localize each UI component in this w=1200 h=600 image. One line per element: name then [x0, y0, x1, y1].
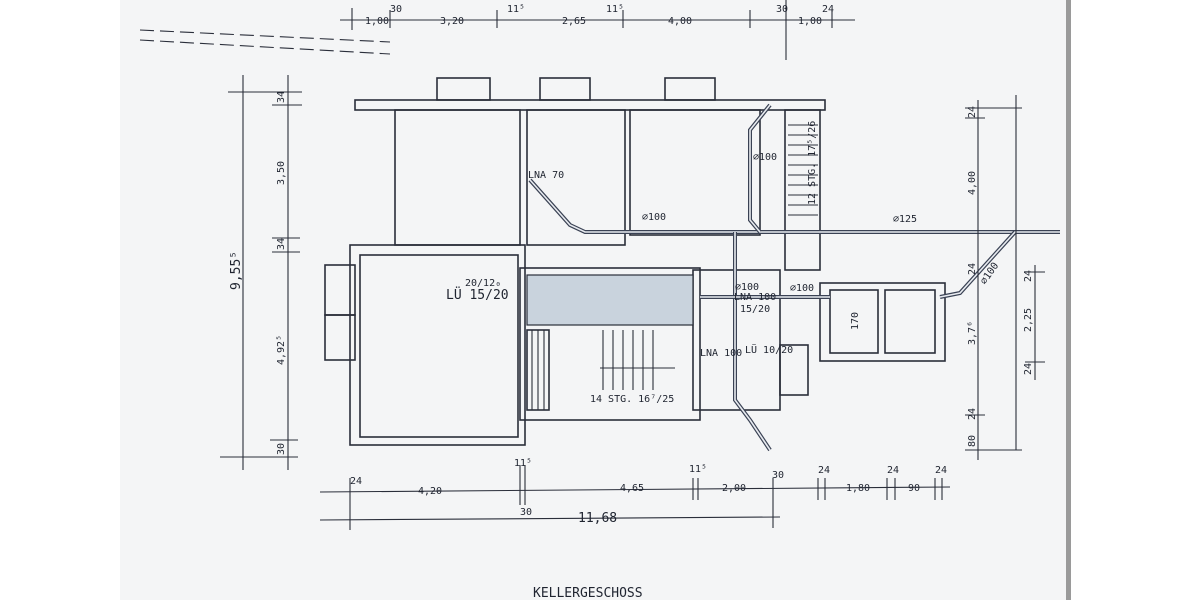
dim-right-inner-2: 24: [1023, 363, 1034, 375]
dim-top-2: 3,20: [440, 16, 464, 27]
pipes: [528, 103, 1060, 452]
hatched-corridor: [526, 274, 694, 326]
dim-bottom-total: 11,68: [578, 511, 617, 526]
dim-bottom-9: 1,80: [846, 483, 870, 494]
dim-bottom-3: 30: [520, 507, 532, 518]
label-pipe-100-c: ⌀100: [735, 282, 759, 293]
dim-top-9: 24: [822, 4, 834, 15]
dim-top-4: 2,65: [562, 16, 586, 27]
dimension-bottom: 24 4,20 11⁵ 30 4,65 11⁵ 2,00 30 24 1,80 …: [319, 458, 951, 530]
dim-top-0: 1,00: [365, 16, 389, 27]
label-stair-main: 14 STG. 16⁷/25: [590, 394, 674, 405]
dim-bottom-8: 24: [818, 465, 830, 476]
label-pipe-100-d: ⌀100: [790, 283, 814, 294]
dim-top-8: 1,00: [798, 16, 822, 27]
dim-bottom-10: 24: [887, 465, 899, 476]
dim-bottom-4: 4,65: [620, 483, 644, 494]
dimension-top: 1,00 30 3,20 11⁵ 2,65 11⁵ 4,00 30 1,00 2…: [340, 0, 855, 60]
dim-left-4: 30: [276, 443, 287, 455]
label-pipe-100-e: ⌀100: [978, 261, 1001, 287]
label-lu-10-20: LÜ 10/20: [745, 343, 793, 356]
label-room-170: 170: [850, 312, 861, 330]
dim-top-1: 30: [390, 4, 402, 15]
dim-right-3: 3,7⁶: [967, 321, 978, 345]
dim-left-0: 34: [276, 91, 287, 103]
dim-bottom-0: 24: [350, 476, 362, 487]
label-15-20: 15/20: [740, 304, 770, 315]
dim-top-5: 11⁵: [606, 4, 624, 15]
label-pipe-100-b: ⌀100: [753, 152, 777, 163]
dimension-right: 24 4,00 24 3,7⁶ 24 80 24 2,25 24: [965, 95, 1045, 460]
plan-title: KELLERGESCHOSS: [533, 586, 643, 600]
dim-left-3: 4,92⁵: [276, 335, 287, 365]
dim-top-3: 11⁵: [507, 4, 525, 15]
label-pipe-125: ⌀125: [893, 214, 917, 225]
dimension-left: 9,55⁵ 34 3,50 34 4,92⁵ 30: [220, 75, 302, 470]
dim-bottom-1: 4,20: [418, 486, 442, 497]
dim-bottom-2: 11⁵: [514, 458, 532, 469]
dim-right-inner-1: 2,25: [1023, 308, 1034, 332]
dim-right-0: 24: [967, 106, 978, 118]
label-lna-100-b: LNA 100: [700, 348, 742, 359]
walls: [324, 77, 946, 446]
label-vent-top: 20/12₀: [465, 278, 501, 289]
dim-right-5: 80: [967, 435, 978, 447]
dim-top-7: 30: [776, 4, 788, 15]
label-stair-right: 12 STG. 17⁵/26: [807, 121, 818, 205]
right-stair: [788, 124, 818, 216]
main-stair: [526, 329, 675, 411]
dim-bottom-7: 30: [772, 470, 784, 481]
label-vent-lu: LÜ 15/20: [446, 286, 509, 303]
dim-left-total: 9,55⁵: [229, 251, 244, 290]
dim-right-4: 24: [967, 408, 978, 420]
scan-edge: [1066, 0, 1071, 600]
dim-left-2: 34: [276, 238, 287, 250]
annotations: LNA 70 ⌀100 ⌀100 ⌀125 ⌀100 ⌀100 ⌀100 20/…: [446, 121, 1001, 405]
dim-bottom-11: 90: [908, 483, 920, 494]
dashed-lines: [139, 29, 391, 55]
dim-bottom-12: 24: [935, 465, 947, 476]
label-pipe-100-a: ⌀100: [642, 212, 666, 223]
dim-top-6: 4,00: [668, 16, 692, 27]
dim-left-1: 3,50: [276, 161, 287, 185]
dim-right-inner-0: 24: [1023, 270, 1034, 282]
dim-bottom-5: 11⁵: [689, 464, 707, 475]
dim-bottom-6: 2,00: [722, 483, 746, 494]
dim-right-2: 24: [967, 263, 978, 275]
label-lna-70: LNA 70: [528, 170, 564, 181]
dim-right-1: 4,00: [967, 171, 978, 195]
label-lna-100-a: LNA 100: [734, 292, 776, 303]
